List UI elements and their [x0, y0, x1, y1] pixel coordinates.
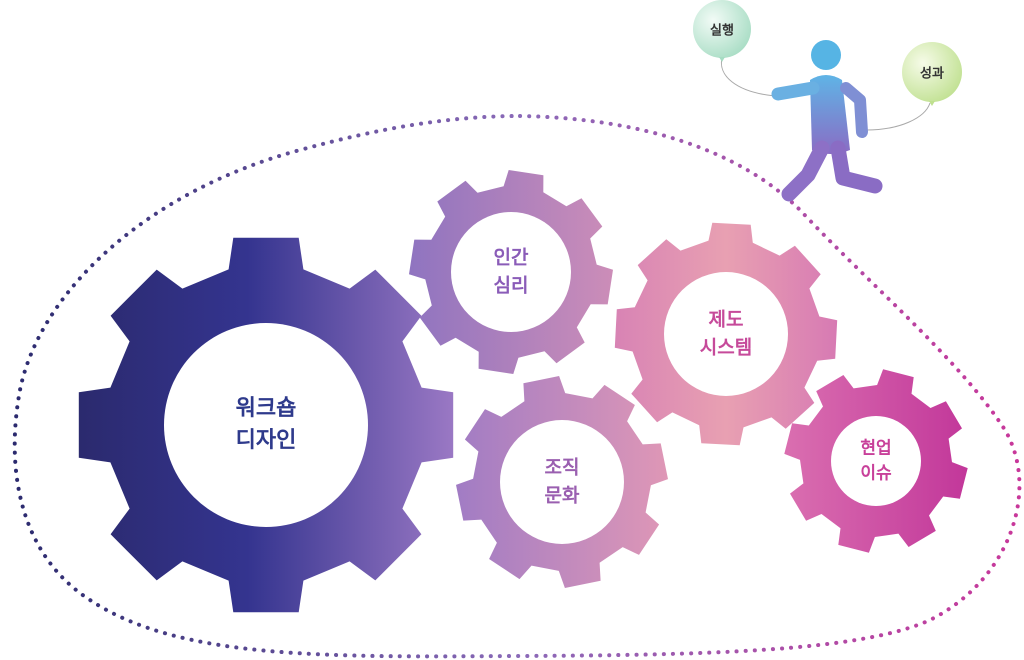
- gear-human-center: [451, 212, 571, 332]
- label-org-line2: 문화: [544, 484, 580, 506]
- label-org-culture: 조직 문화: [545, 454, 580, 509]
- gear-workshop-center: [164, 323, 368, 527]
- balloon-string-right: [865, 102, 931, 131]
- balloon-outcome-label: 성과: [920, 66, 944, 82]
- gear-system-center: [664, 272, 788, 396]
- dotted-boundary: [12, 113, 1022, 659]
- label-human-psychology: 인간 심리: [494, 244, 529, 299]
- label-field-issue: 현업 이슈: [860, 436, 891, 485]
- label-workshop-design: 워크숍 디자인: [236, 393, 297, 457]
- label-system-line2: 시스템: [699, 336, 753, 358]
- label-system-line1: 제도: [708, 308, 744, 331]
- gear-field-center: [831, 416, 921, 506]
- label-field-line1: 현업: [860, 438, 892, 459]
- balloon-execution-label: 실행: [710, 23, 734, 39]
- label-field-line2: 이슈: [860, 463, 892, 483]
- label-human-line2: 심리: [493, 274, 529, 296]
- label-org-line1: 조직: [544, 456, 580, 479]
- label-workshop-line1: 워크숍: [235, 396, 297, 422]
- balloon-outcome-knot: [929, 101, 935, 106]
- label-system: 제도 시스템: [700, 306, 752, 361]
- balloon-execution: [693, 0, 751, 58]
- label-workshop-line2: 디자인: [235, 428, 297, 453]
- gear-org-center: [500, 420, 624, 544]
- balloon-string-left: [720, 57, 776, 97]
- walking-person-figure: [771, 40, 883, 202]
- balloon-execution-knot: [719, 57, 725, 62]
- balloon-outcome: [902, 42, 962, 102]
- label-human-line1: 인간: [493, 246, 529, 269]
